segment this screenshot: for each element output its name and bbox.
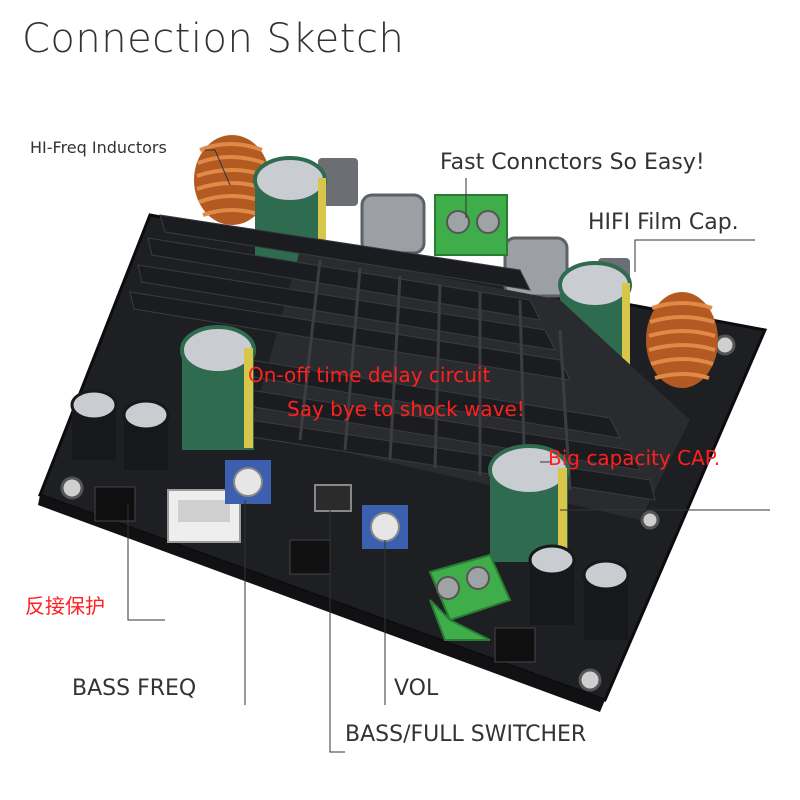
label-switcher: BASS/FULL SWITCHER: [345, 722, 587, 747]
ic-chip: [289, 539, 331, 575]
mount-hole: [60, 476, 84, 500]
page-title: Connection Sketch: [22, 16, 405, 62]
smd-inductor: [360, 193, 426, 255]
callout-line-film-cap: [634, 239, 755, 272]
reverse-protection-chip: [94, 486, 136, 522]
capacitor-small-left: [70, 389, 170, 470]
label-bass-freq: BASS FREQ: [72, 676, 197, 701]
regulator-chip: [494, 627, 536, 663]
label-delay-line1: On-off time delay circuit: [248, 363, 491, 387]
bass-full-switch: [314, 484, 352, 512]
heatsink: [129, 214, 690, 520]
label-vol: VOL: [394, 676, 439, 701]
mount-hole: [640, 510, 660, 530]
label-reverse-protection: 反接保护: [25, 594, 105, 618]
callout-line-inductors: [205, 149, 231, 186]
potentiometer-bass: [225, 460, 271, 504]
label-delay-line2: Say bye to shock wave!: [287, 397, 525, 421]
inductor-right: [646, 292, 718, 388]
label-big-cap: Big capacity CAP.: [548, 446, 721, 470]
terminal-bottom: [428, 553, 512, 641]
label-connectors: Fast Connctors So Easy!: [440, 150, 705, 175]
inductor-left: [194, 135, 270, 225]
mount-hole: [714, 334, 736, 356]
film-cap: [318, 158, 358, 206]
capacitor-mid-left: [180, 325, 256, 450]
callout-line-reverse: [127, 505, 165, 621]
label-inductors: HI-Freq Inductors: [30, 138, 167, 157]
mount-hole: [578, 668, 602, 692]
pcb-board-edge: [38, 495, 605, 712]
label-film-cap: HIFI Film Cap.: [588, 210, 739, 235]
white-connector: [167, 489, 241, 543]
callout-lines: [127, 149, 770, 753]
terminal-top: [434, 194, 508, 256]
capacitor-small-right: [528, 544, 630, 640]
callout-line-switcher: [329, 508, 345, 753]
